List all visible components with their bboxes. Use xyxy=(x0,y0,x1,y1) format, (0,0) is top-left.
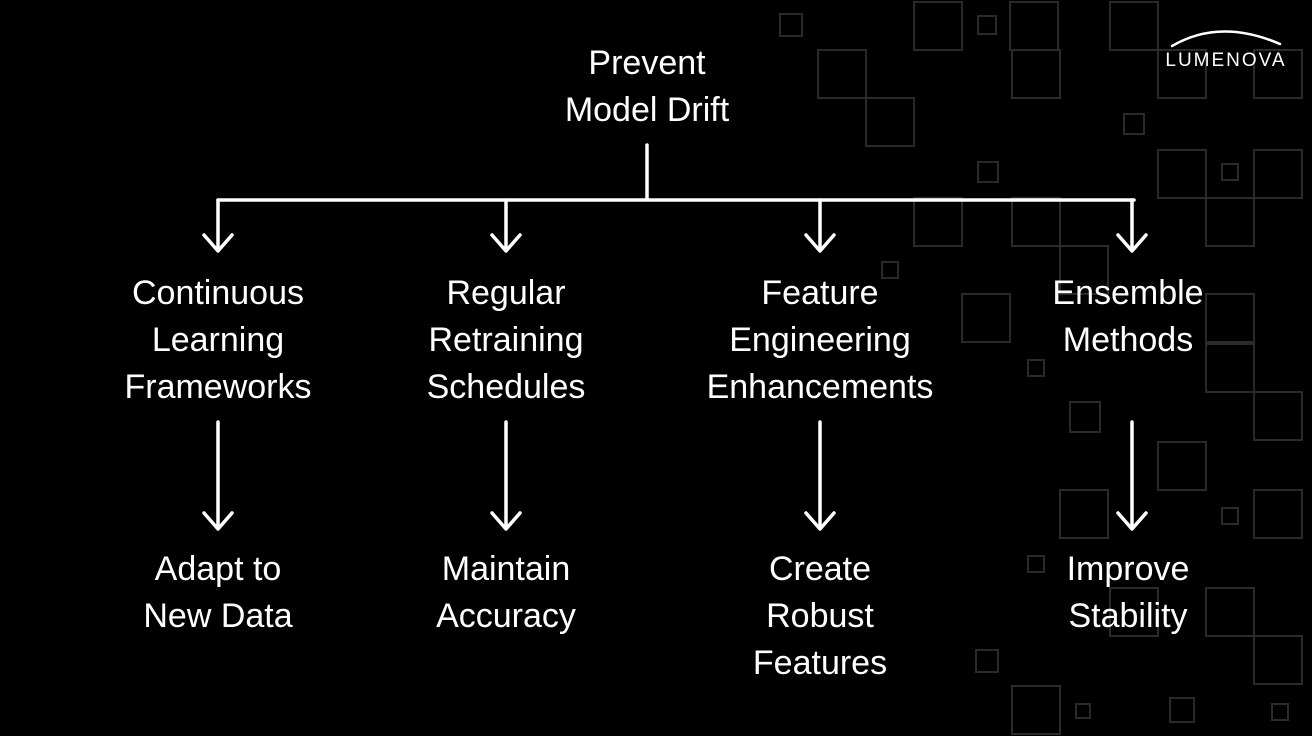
background-square xyxy=(779,13,803,37)
method-line: Schedules xyxy=(426,368,586,406)
outcome-arrow-icon xyxy=(804,511,836,531)
background-square xyxy=(1205,293,1255,343)
outcome-line: Adapt to xyxy=(154,550,282,588)
method-line: Frameworks xyxy=(124,368,312,406)
background-square xyxy=(913,1,963,51)
background-square xyxy=(1075,703,1091,719)
brand-logo: LUMENOVA xyxy=(1160,24,1292,80)
outcome-arrow-icon xyxy=(490,511,522,531)
method-arrow-icon xyxy=(804,233,836,253)
background-square xyxy=(865,97,915,147)
method-line: Continuous xyxy=(131,274,304,312)
outcome-node-create: Create Robust Features xyxy=(753,546,887,687)
outcome-node-improve: Improve Stability xyxy=(1067,546,1190,640)
background-square xyxy=(1027,555,1045,573)
method-line: Ensemble xyxy=(1052,274,1204,312)
method-node-feature-engineering: Feature Engineering Enhancements xyxy=(707,270,934,411)
outcome-line: Improve xyxy=(1066,550,1190,588)
method-arrow-icon xyxy=(490,233,522,253)
method-line: Learning xyxy=(151,321,285,359)
method-node-regular-retraining: Regular Retraining Schedules xyxy=(427,270,586,411)
brand-name: LUMENOVA xyxy=(1165,50,1287,71)
background-square xyxy=(817,49,867,99)
method-line: Retraining xyxy=(428,321,584,359)
method-node-ensemble-methods: Ensemble Methods xyxy=(1052,270,1203,364)
method-line: Methods xyxy=(1062,321,1194,359)
background-square xyxy=(1069,401,1101,433)
background-square xyxy=(977,161,999,183)
background-square xyxy=(1205,587,1255,637)
outcome-line: Accuracy xyxy=(436,597,576,635)
background-square xyxy=(1157,149,1207,199)
root-line: Model Drift xyxy=(564,91,730,129)
outcome-line: Create xyxy=(768,550,872,588)
background-square xyxy=(1253,149,1303,199)
background-square xyxy=(1059,245,1109,295)
background-square xyxy=(1205,343,1255,393)
method-line: Regular xyxy=(446,274,566,312)
background-square xyxy=(1157,49,1207,99)
method-node-continuous-learning: Continuous Learning Frameworks xyxy=(124,270,311,411)
background-square xyxy=(975,649,999,673)
background-square xyxy=(1011,197,1061,247)
method-line: Enhancements xyxy=(706,368,934,406)
background-square xyxy=(1221,507,1239,525)
background-square xyxy=(881,261,899,279)
background-square xyxy=(1027,359,1045,377)
background-square xyxy=(1169,697,1195,723)
background-square xyxy=(1109,587,1159,637)
logo-arc-icon xyxy=(1170,30,1282,48)
background-square xyxy=(1123,113,1145,135)
background-square xyxy=(913,197,963,247)
background-square xyxy=(1253,635,1303,685)
background-square xyxy=(1011,49,1061,99)
root-line: Prevent xyxy=(588,44,706,82)
outcome-node-maintain: Maintain Accuracy xyxy=(436,546,576,640)
background-square xyxy=(1253,391,1303,441)
outcome-line: Stability xyxy=(1068,597,1188,635)
outcome-line: Robust xyxy=(766,597,874,635)
background-square xyxy=(1205,197,1255,247)
method-arrow-icon xyxy=(202,233,234,253)
outcome-line: New Data xyxy=(143,597,293,635)
background-square xyxy=(1221,163,1239,181)
background-square xyxy=(1271,703,1289,721)
background-square xyxy=(977,15,997,35)
outcome-node-adapt: Adapt to New Data xyxy=(143,546,292,640)
root-node: Prevent Model Drift xyxy=(565,40,729,134)
background-square xyxy=(961,293,1011,343)
background-square xyxy=(1157,441,1207,491)
outcome-line: Maintain xyxy=(441,550,571,588)
background-square xyxy=(1253,489,1303,539)
background-square xyxy=(1253,49,1303,99)
method-arrow-icon xyxy=(1116,233,1148,253)
background-square xyxy=(1011,685,1061,735)
method-line: Engineering xyxy=(729,321,911,359)
outcome-line: Features xyxy=(752,644,888,682)
background-square xyxy=(1109,1,1159,51)
outcome-arrow-icon xyxy=(1116,511,1148,531)
background-square xyxy=(1059,489,1109,539)
method-line: Feature xyxy=(761,274,879,312)
outcome-arrow-icon xyxy=(202,511,234,531)
